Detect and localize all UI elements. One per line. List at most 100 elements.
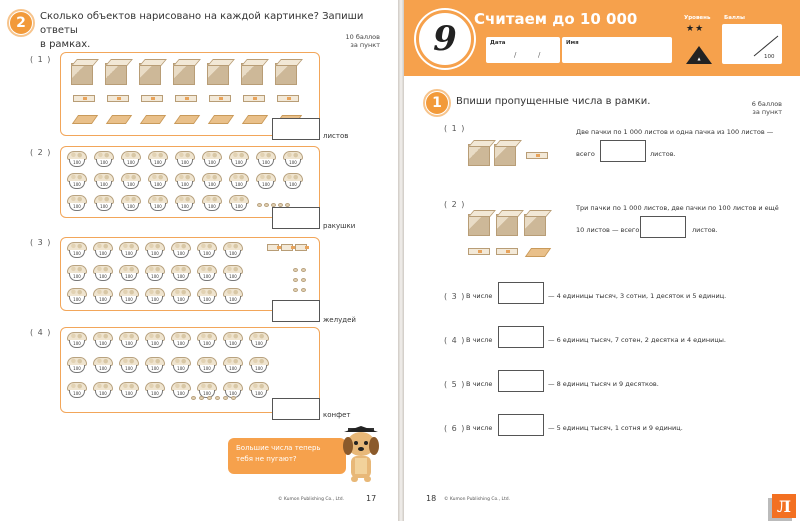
answer-box-2[interactable] <box>272 207 320 229</box>
acorn-icon <box>293 278 298 282</box>
candy-icon <box>207 396 212 400</box>
left-page: 2 Сколько объектов нарисовано на каждой … <box>0 0 398 521</box>
bowl-icon: 100 <box>93 242 113 258</box>
question-label: ( 1 ) <box>444 124 466 133</box>
bowl-icon: 100 <box>67 332 87 348</box>
publisher-logo-icon: Л <box>772 494 796 518</box>
bowl-icon: 100 <box>119 382 139 398</box>
q6-answer-box[interactable] <box>498 414 544 436</box>
acorn-icon <box>301 268 306 272</box>
unit-label: ракушки <box>323 222 356 230</box>
q2-answer-box[interactable] <box>640 216 686 238</box>
lesson-title: Считаем до 10 000 <box>474 10 638 28</box>
question-label: ( 5 ) <box>444 380 466 389</box>
bowl-icon: 100 <box>119 265 139 281</box>
bowl-icon: 100 <box>93 357 113 373</box>
pack-icon <box>468 248 490 255</box>
task-number-badge: 2 <box>7 9 35 37</box>
dog-mascot-icon <box>343 426 379 482</box>
score-label: Баллы <box>724 15 745 21</box>
copyright: © Kumon Publishing Co., Ltd. <box>444 497 511 502</box>
bowl-icon: 100 <box>223 288 243 304</box>
q1-text: Две пачки по 1 000 листов и одна пачка и… <box>576 128 774 136</box>
score-field[interactable]: 100 <box>722 24 782 64</box>
name-field[interactable]: Имя <box>562 37 672 63</box>
cube-icon <box>71 63 93 85</box>
bowl-icon: 100 <box>223 242 243 258</box>
q1-suffix: листов. <box>650 150 676 158</box>
unit-label: желудей <box>323 316 356 324</box>
pack-icon <box>209 95 231 102</box>
shell-icon <box>264 203 269 207</box>
item-label: ( 2 ) <box>30 148 52 157</box>
bowl-icon: 100 <box>202 173 222 189</box>
bowl-icon: 100 <box>94 151 114 167</box>
acorn-icon <box>301 278 306 282</box>
bowl-icon: 100 <box>171 332 191 348</box>
pack-icon <box>281 244 295 251</box>
bowl-icon: 100 <box>223 265 243 281</box>
pack-icon <box>526 152 548 159</box>
acorn-icon <box>293 288 298 292</box>
date-field[interactable]: Дата / / <box>486 37 560 63</box>
sheet-icon <box>241 115 269 124</box>
bowl-icon: 100 <box>229 173 249 189</box>
bowl-icon: 100 <box>249 357 269 373</box>
cube-icon <box>468 214 490 236</box>
q1-answer-box[interactable] <box>600 140 646 162</box>
candy-icon <box>231 396 236 400</box>
bowl-icon: 100 <box>197 357 217 373</box>
bowl-icon: 100 <box>175 195 195 211</box>
task-heading: Сколько объектов нарисовано на каждой ка… <box>40 11 364 50</box>
page-number: 18 <box>426 494 437 503</box>
sheet-icon <box>207 115 235 124</box>
pack-icon <box>295 244 309 251</box>
bowl-icon: 100 <box>197 265 217 281</box>
cube-icon <box>105 63 127 85</box>
q6-prefix: В числе <box>466 424 493 432</box>
book-gutter <box>398 0 404 521</box>
bowl-icon: 100 <box>67 195 87 211</box>
q5-suffix: — 8 единиц тысяч и 9 десятков. <box>548 380 659 388</box>
candy-icon <box>191 396 196 400</box>
level-label: Уровень <box>684 15 711 21</box>
copyright: © Kumon Publishing Co., Ltd. <box>278 497 345 502</box>
answer-box-1[interactable] <box>272 118 320 140</box>
bowl-icon: 100 <box>202 151 222 167</box>
shell-icon <box>257 203 262 207</box>
bowl-icon: 100 <box>119 357 139 373</box>
sheet-icon <box>71 115 99 124</box>
level-stars: ★★ <box>686 24 705 34</box>
answer-box-3[interactable] <box>272 300 320 322</box>
bowl-icon: 100 <box>145 332 165 348</box>
q1-prefix: всего <box>576 150 595 158</box>
bowl-icon: 100 <box>145 242 165 258</box>
bowl-icon: 100 <box>94 195 114 211</box>
task-heading: Впиши пропущенные числа в рамки. <box>456 96 651 107</box>
q5-answer-box[interactable] <box>498 370 544 392</box>
bowl-icon: 100 <box>67 242 87 258</box>
item-label: ( 3 ) <box>30 238 52 247</box>
sheet-icon <box>524 248 552 257</box>
answer-box-4[interactable] <box>272 398 320 420</box>
bowl-icon: 100 <box>249 332 269 348</box>
cube-icon <box>139 63 161 85</box>
bowl-icon: 100 <box>145 265 165 281</box>
bowl-icon: 100 <box>197 332 217 348</box>
bowl-icon: 100 <box>119 332 139 348</box>
q3-answer-box[interactable] <box>498 282 544 304</box>
page-number: 17 <box>366 494 377 503</box>
bowl-icon: 100 <box>249 382 269 398</box>
bowl-icon: 100 <box>283 151 303 167</box>
bowl-icon: 100 <box>121 151 141 167</box>
bowl-icon: 100 <box>229 151 249 167</box>
cube-icon <box>241 63 263 85</box>
q4-answer-box[interactable] <box>498 326 544 348</box>
cube-icon <box>468 144 490 166</box>
question-label: ( 6 ) <box>444 424 466 433</box>
cube-icon <box>524 214 546 236</box>
bowl-icon: 100 <box>256 151 276 167</box>
bowl-icon: 100 <box>223 332 243 348</box>
